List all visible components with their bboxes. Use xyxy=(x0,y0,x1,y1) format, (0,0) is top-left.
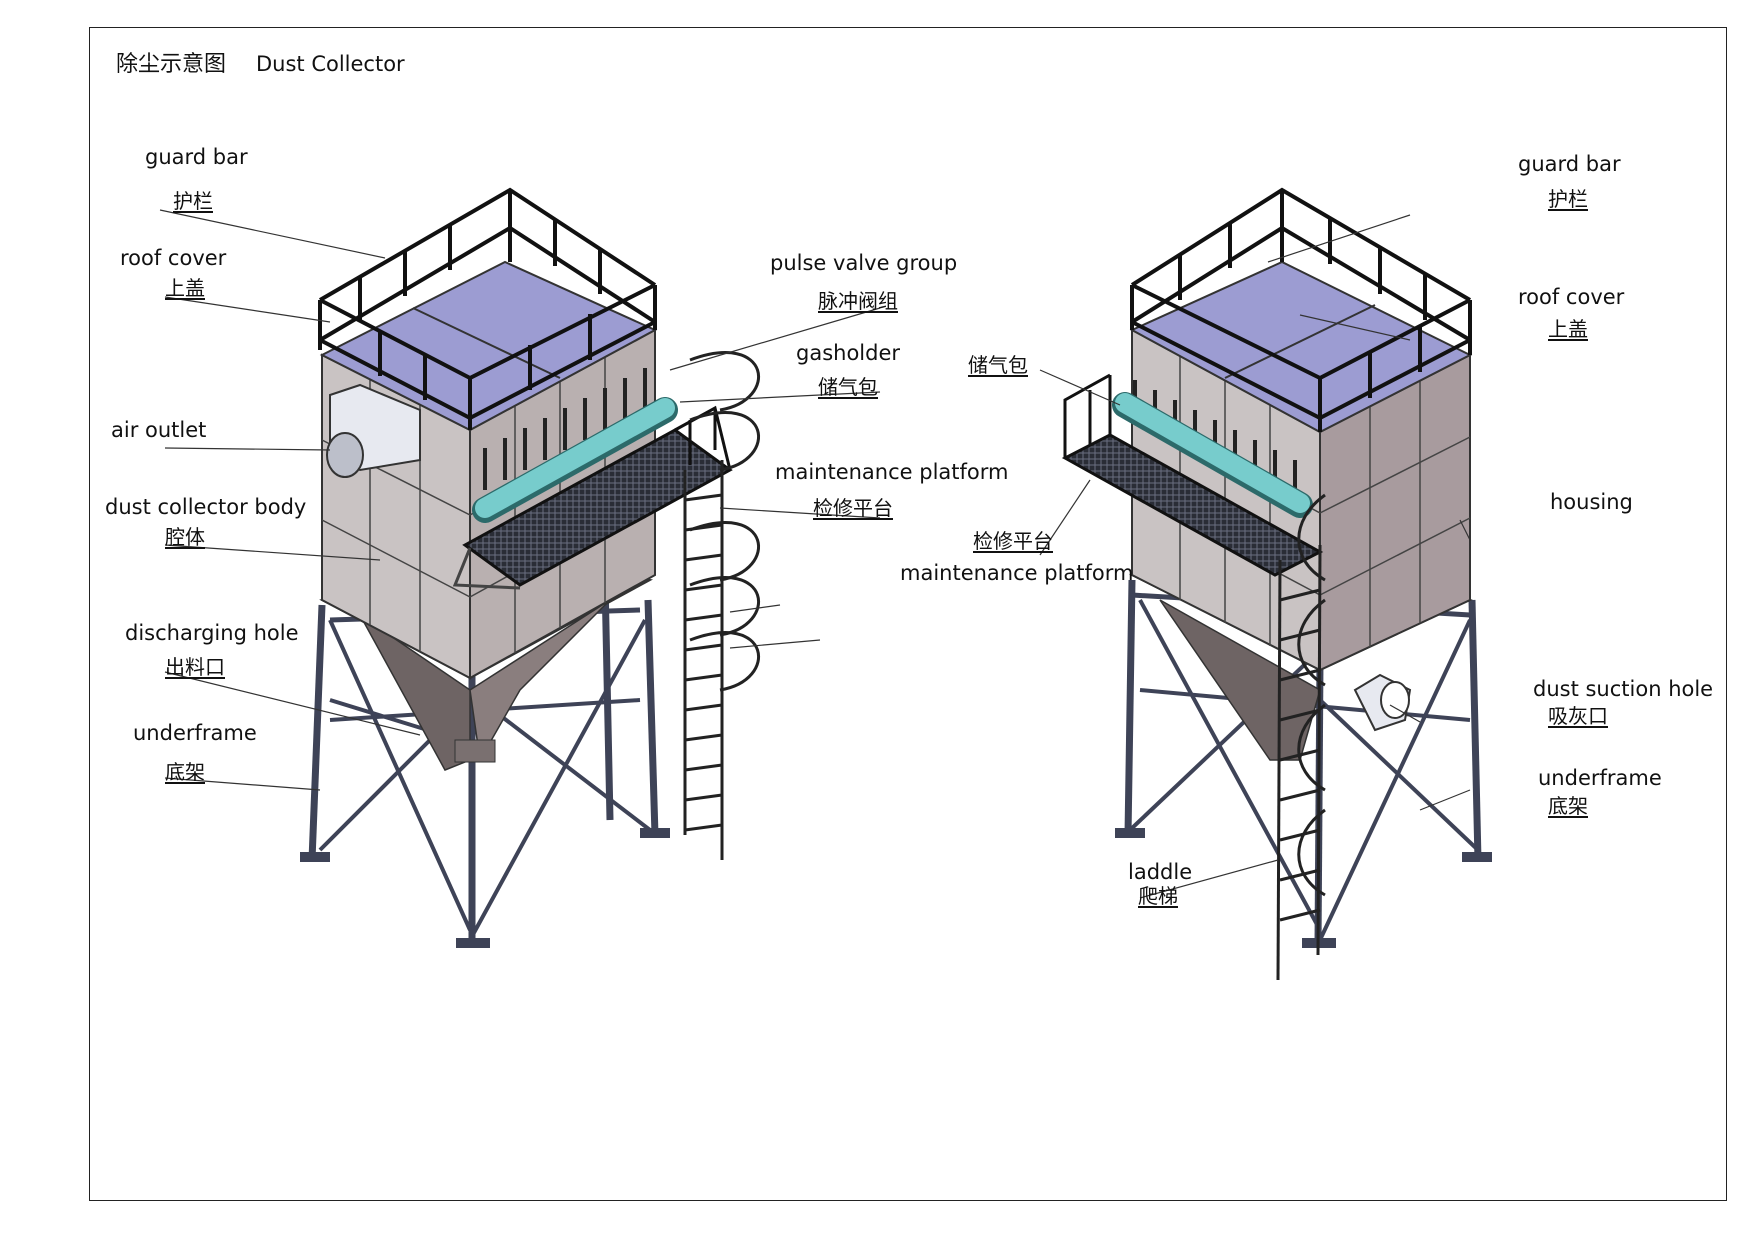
label-left-discharging-hole-en: discharging hole xyxy=(125,621,299,645)
label-left-discharging-hole-zh: 出料口 xyxy=(165,655,225,679)
label-left-roof-cover-en: roof cover xyxy=(120,246,227,270)
title-english: Dust Collector xyxy=(256,52,405,76)
label-right-maintenance-platform-zh: 检修平台 xyxy=(973,529,1053,553)
left-underframe xyxy=(308,579,659,945)
left-pulse-valves xyxy=(483,368,647,490)
label-left-underframe-zh: 底架 xyxy=(165,760,205,784)
right-dust-suction-hole xyxy=(1353,673,1412,732)
right-gasholder xyxy=(1112,392,1313,518)
label-left-gasholder-en: gasholder xyxy=(796,341,901,365)
left-feet xyxy=(300,828,670,948)
label-right-housing-en: housing xyxy=(1550,490,1633,514)
label-right-maintenance-platform-en: maintenance platform xyxy=(900,561,1134,585)
label-left-pulse-valve-group-zh: 脉冲阀组 xyxy=(818,289,898,313)
left-guard-bar xyxy=(318,187,657,430)
right-leader-lines xyxy=(1039,214,1471,899)
label-right-dust-suction-hole-zh: 吸灰口 xyxy=(1548,704,1608,728)
label-left-air-outlet-en: air outlet xyxy=(111,418,207,442)
label-right-ladder-zh: 爬梯 xyxy=(1138,884,1178,908)
left-leader-lines xyxy=(159,209,881,791)
left-air-outlet xyxy=(326,383,421,478)
label-left-gasholder-zh: 储气包 xyxy=(818,375,878,399)
label-left-roof-cover-zh: 上盖 xyxy=(165,276,205,300)
label-left-body-zh: 腔体 xyxy=(165,525,205,549)
right-guard-bar xyxy=(1130,187,1472,432)
label-right-underframe-en: underframe xyxy=(1538,766,1662,790)
left-ladder xyxy=(683,351,760,860)
label-right-dust-suction-hole-en: dust suction hole xyxy=(1533,677,1714,701)
right-collector xyxy=(1039,187,1492,981)
label-left-maintenance-platform-en: maintenance platform xyxy=(775,460,1009,484)
label-right-guard-bar-en: guard bar xyxy=(1518,152,1621,176)
label-left-guard-bar-en: guard bar xyxy=(145,145,248,169)
title-chinese: 除尘示意图 xyxy=(116,52,227,77)
left-collector xyxy=(159,187,881,948)
label-left-body-en: dust collector body xyxy=(105,495,307,519)
drawing-border xyxy=(89,27,1727,1201)
right-ladder xyxy=(1276,493,1326,981)
label-right-gasholder-zh: 储气包 xyxy=(968,353,1028,377)
left-gasholder xyxy=(472,397,678,523)
label-right-underframe-zh: 底架 xyxy=(1548,794,1588,818)
label-right-roof-cover-en: roof cover xyxy=(1518,285,1625,309)
label-left-pulse-valve-group-en: pulse valve group xyxy=(770,251,958,275)
label-left-underframe-en: underframe xyxy=(133,721,257,745)
label-left-guard-bar-zh: 护栏 xyxy=(173,189,213,213)
label-right-ladder-en: laddle xyxy=(1128,860,1193,884)
label-left-maintenance-platform-zh: 检修平台 xyxy=(813,496,893,520)
label-right-roof-cover-zh: 上盖 xyxy=(1548,317,1588,341)
label-right-guard-bar-zh: 护栏 xyxy=(1548,187,1588,211)
